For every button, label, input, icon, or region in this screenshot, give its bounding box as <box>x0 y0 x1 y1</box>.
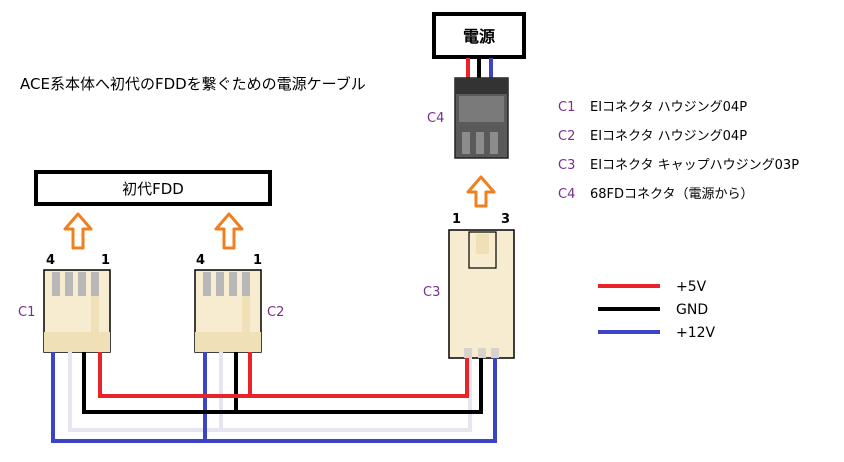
fdd-label: 初代FDD <box>122 180 184 198</box>
c1-pin-right: 1 <box>101 253 110 268</box>
part-desc: EIコネクタ ハウジング04P <box>590 100 747 115</box>
c2-pin-left: 4 <box>196 253 205 268</box>
c1-pin-left: 4 <box>46 253 55 268</box>
power-source-box <box>432 12 526 59</box>
wire-white <box>68 352 472 432</box>
legend-label: +12V <box>676 325 716 341</box>
c4-label: C4 <box>427 111 444 126</box>
arrow-up-c1-icon <box>63 212 93 250</box>
c3-pin-left: 1 <box>452 212 461 227</box>
connector-c3 <box>448 229 515 359</box>
wire-black <box>82 352 483 414</box>
c2-pin-right: 1 <box>253 253 262 268</box>
part-id: C3 <box>558 158 575 173</box>
c3-label: C3 <box>423 285 440 300</box>
arrow-up-c3-icon <box>466 175 496 208</box>
wire-red <box>98 352 469 398</box>
legend: +5V GND +12V <box>598 279 716 341</box>
part-desc: 68FDコネクタ（電源から） <box>590 187 754 202</box>
c2-label: C2 <box>267 305 284 320</box>
part-id: C1 <box>558 100 575 115</box>
fdd-box <box>34 170 272 206</box>
c3-pin-right: 3 <box>501 212 510 227</box>
connector-c2 <box>194 269 262 353</box>
wire-blue <box>51 352 497 443</box>
legend-label: +5V <box>676 279 707 295</box>
power-source-label: 電源 <box>463 27 495 46</box>
part-desc: EIコネクタ ハウジング04P <box>590 129 747 144</box>
arrow-up-c2-icon <box>214 212 244 250</box>
connector-c1 <box>43 269 111 353</box>
part-desc: EIコネクタ キャップハウジング03P <box>590 158 799 173</box>
parts-list: C1 EIコネクタ ハウジング04P C2 EIコネクタ ハウジング04P C3… <box>558 100 799 202</box>
c1-label: C1 <box>18 305 35 320</box>
part-id: C2 <box>558 129 575 144</box>
connector-c4 <box>454 77 509 159</box>
diagram-title: ACE系本体へ初代のFDDを繋ぐための電源ケーブル <box>20 75 366 93</box>
part-id: C4 <box>558 187 575 202</box>
legend-label: GND <box>676 302 708 318</box>
